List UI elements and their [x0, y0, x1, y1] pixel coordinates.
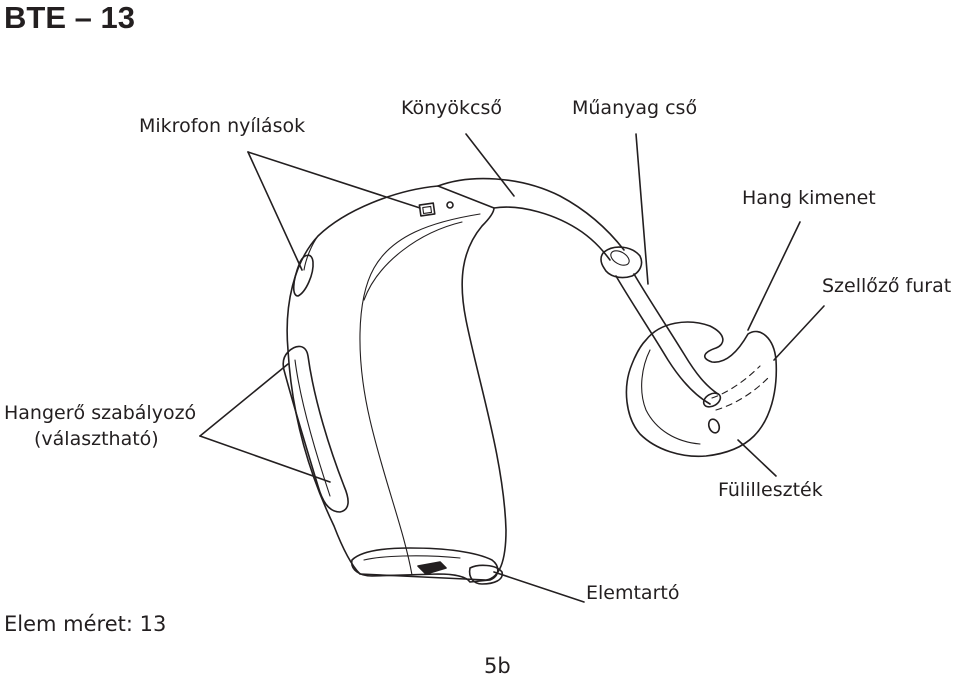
- leader-battery-door: [493, 571, 585, 603]
- leader-sound-output: [747, 221, 801, 331]
- earmold-outline: [625, 321, 778, 458]
- label-elbow: Könyökcső: [401, 97, 503, 119]
- label-vent: Szellőző furat: [822, 275, 952, 297]
- vent-opening: [707, 418, 721, 434]
- label-battery-door: Elemtartó: [586, 582, 680, 604]
- housing-inner-curve: [363, 221, 463, 301]
- microphone-opening-front: [292, 254, 314, 297]
- elbow-tube-inner: [493, 206, 611, 261]
- housing-ridge: [359, 213, 481, 576]
- housing-outline: [286, 185, 507, 581]
- leader-earmold: [737, 439, 777, 477]
- microphone-opening-rear: [418, 202, 436, 217]
- leader-volume-2: [199, 435, 331, 483]
- elbow-tube-outer: [437, 177, 625, 251]
- leader-volume-1: [199, 363, 289, 437]
- page-number: 5b: [484, 654, 511, 678]
- plastic-tube-left: [615, 275, 711, 405]
- leader-microphone-1: [247, 151, 421, 209]
- tube-entry: [702, 392, 722, 408]
- volume-control: [282, 345, 349, 513]
- microphone-hole: [446, 201, 454, 209]
- battery-door-tab: [468, 564, 504, 585]
- leader-plastic-tube: [635, 133, 649, 285]
- earmold-vent-canal: [711, 365, 761, 399]
- leader-elbow: [465, 133, 515, 197]
- label-sound-output: Hang kimenet: [742, 187, 876, 209]
- page-title: BTE – 13: [4, 0, 135, 35]
- label-earmold: Fülilleszték: [718, 479, 823, 501]
- label-microphone-openings: Mikrofon nyílások: [139, 115, 306, 137]
- microphone-opening-rear-inner: [422, 205, 433, 215]
- battery-door: [350, 547, 499, 583]
- sound-outlet-rim: [610, 250, 630, 266]
- leader-vent: [773, 305, 825, 361]
- plastic-tube-right: [633, 273, 719, 395]
- earmold-vent-canal-2: [715, 377, 769, 411]
- label-volume-control-line1: Hangerő szabályozó: [4, 402, 197, 424]
- label-plastic-tube: Műanyag cső: [572, 97, 698, 119]
- sound-outlet: [600, 246, 643, 279]
- battery-door-grip: [417, 561, 447, 575]
- housing-front-edge: [303, 235, 319, 271]
- battery-size-note: Elem méret: 13: [4, 612, 167, 636]
- battery-door-inner: [363, 555, 461, 561]
- label-volume-control-line2: (választható): [34, 428, 159, 450]
- earmold-inner-curve: [641, 349, 701, 445]
- leader-microphone-2: [247, 151, 303, 271]
